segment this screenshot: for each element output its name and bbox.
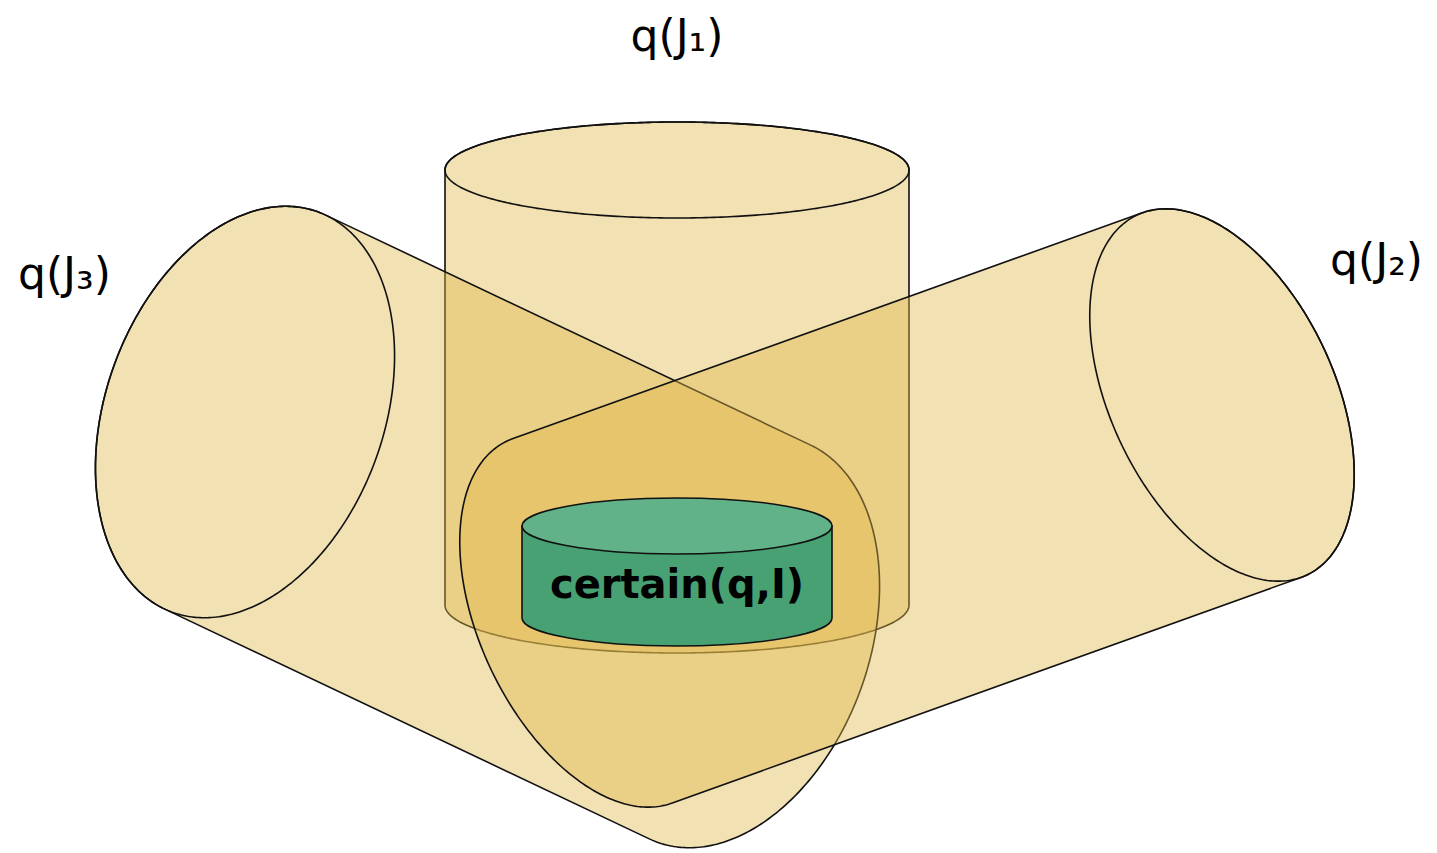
- cylinder-body: [95, 206, 879, 847]
- cylinder-outline: [8, 198, 892, 851]
- cylinder-end: [1090, 209, 1354, 581]
- label-slot: q(J₁): [631, 10, 724, 63]
- cylinder-end: [445, 122, 909, 218]
- drum-body: [522, 526, 832, 646]
- cylinder-end: [95, 206, 394, 617]
- set-label: q(J₁): [631, 10, 724, 63]
- right-cylinder: q(J₂): [452, 198, 1432, 816]
- set-label: q(J₂): [1330, 234, 1423, 287]
- result-drum: certain(q,I): [522, 498, 832, 646]
- set-label: q(J₃): [18, 248, 111, 301]
- label-slot: q(J₃): [18, 248, 111, 301]
- cylinder-outline: [452, 198, 1432, 816]
- vertical-cylinder: q(J₁) certain(q,I): [440, 8, 914, 664]
- left-cylinder: q(J₃): [8, 198, 892, 851]
- label-slot: certain(q,I): [550, 560, 804, 608]
- cylinder-body: [460, 209, 1354, 807]
- cylinder-body: [445, 122, 909, 653]
- drum-top: [522, 498, 832, 554]
- result-label: certain(q,I): [550, 560, 804, 608]
- label-slot: q(J₂): [1330, 234, 1423, 287]
